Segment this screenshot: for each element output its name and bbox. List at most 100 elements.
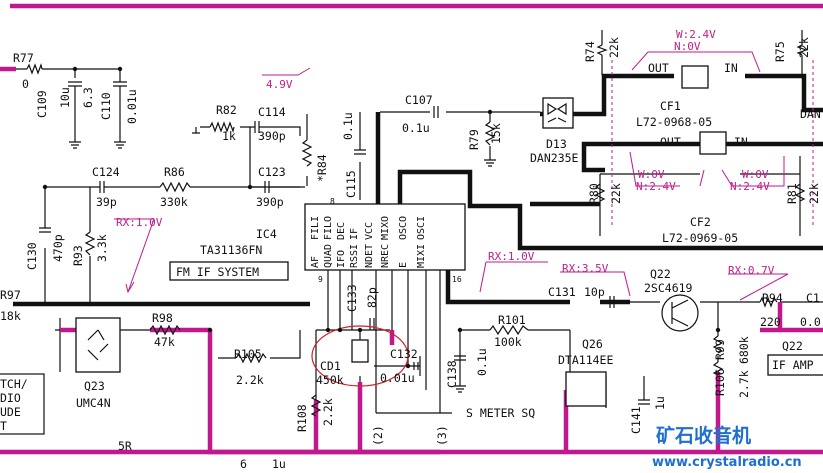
- q23-body: [75, 317, 121, 373]
- r84-ref: *R84: [315, 154, 329, 182]
- r98-val: 47k: [154, 335, 175, 349]
- cf1-body: [681, 65, 709, 89]
- ic4-pin-bottom-7: MIXI: [416, 244, 427, 268]
- c141-ref: C141: [629, 406, 643, 434]
- r99-val: 680k: [737, 336, 751, 364]
- ic4-pin-bottom-4: NDET: [364, 244, 375, 268]
- r106-val: 2.7k: [737, 370, 751, 398]
- labels: R77 0 C109 10u 6.3 C110 0.01u R82 1k C11…: [0, 28, 821, 470]
- r98-ref: R98: [152, 311, 173, 325]
- c123-ref: C123: [258, 165, 286, 179]
- c138-ref: C138: [445, 360, 459, 388]
- r101-val: 100k: [494, 335, 522, 349]
- r80-val: 22k: [609, 183, 623, 204]
- cf2-in: IN: [734, 135, 748, 149]
- r97-ref: R97: [0, 288, 21, 302]
- r75-val: 22k: [797, 37, 811, 58]
- dashed-shield: [611, 60, 814, 228]
- r86-ref: R86: [164, 165, 185, 179]
- c114-val: 390p: [258, 129, 286, 143]
- cf2-val: L72-0969-05: [662, 231, 738, 245]
- c138-val: 0.1u: [475, 348, 489, 376]
- ic4-pin-bottom-0: AF: [310, 256, 321, 268]
- ic4-pin-bottom-6: E: [398, 262, 409, 268]
- cd1-val: 450k: [316, 373, 344, 387]
- ic4-part: TA31136FN: [200, 243, 262, 257]
- c0-val: 0.0: [800, 315, 821, 329]
- r97-val: 18k: [0, 309, 21, 323]
- q22-leads: [671, 299, 689, 327]
- c141-val: 1u: [653, 396, 667, 410]
- ic4-pin-top-5: MIXO: [380, 216, 391, 240]
- c124-val: 39p: [96, 195, 117, 209]
- c107-ref: C107: [405, 93, 433, 107]
- markup-circle: [311, 325, 409, 387]
- ann-cf1-n: N:0V: [674, 40, 701, 53]
- c131-val: 10p: [584, 285, 605, 299]
- switch-3: UDE: [0, 405, 21, 419]
- ic4-pin-top-0: FILI: [310, 216, 321, 240]
- c109-volt: 6.3: [81, 87, 95, 108]
- c130-ref: C130: [25, 242, 39, 270]
- ic4-pin-top-7: OSCI: [416, 216, 427, 240]
- switch-2: DIO: [0, 391, 21, 405]
- c124-ref: C124: [92, 165, 120, 179]
- ann-cf1-w: W:2.4V: [676, 28, 716, 41]
- c110-val: 0.01u: [125, 89, 139, 124]
- cf1-ref: CF1: [660, 99, 681, 113]
- c132-val: 0.01u: [380, 371, 415, 385]
- cf1-in: IN: [724, 61, 738, 75]
- r82-ref: R82: [216, 103, 237, 117]
- q26-body: [565, 371, 607, 407]
- r86-val: 330k: [160, 195, 188, 209]
- d13-val: DAN235E: [530, 151, 579, 165]
- q26-val: DTA114EE: [558, 353, 613, 367]
- ic4-body: [304, 203, 466, 271]
- r94-ref: R94: [762, 291, 783, 305]
- c115-ref: C115: [344, 170, 358, 198]
- c131-ref: C131: [548, 285, 576, 299]
- ic4-func: FM IF SYSTEM: [176, 265, 259, 279]
- ann-rx-0-7v: RX:0.7V: [728, 264, 775, 277]
- switch-box: [0, 373, 45, 435]
- ic4-pin-top-1: FILO: [323, 216, 334, 240]
- r108-val: 2.2k: [321, 398, 335, 426]
- ann-4-9v: 4.9V: [266, 78, 293, 91]
- q22-ref: Q22: [650, 267, 671, 281]
- pin-16: 16: [452, 275, 462, 284]
- c109-ref: C109: [35, 90, 49, 118]
- c114-ref: C114: [258, 105, 286, 119]
- ic4-function-box: [169, 261, 289, 281]
- r106-ref: R106: [713, 368, 727, 396]
- junction-dots: [42, 66, 721, 369]
- r93-val: 3.3k: [95, 234, 109, 262]
- q22-symbol: [661, 294, 699, 332]
- r82-val: 1k: [222, 129, 236, 143]
- switch-4: T: [0, 419, 7, 433]
- annotation-leaders: [114, 51, 789, 301]
- q22-box-label: Q22: [782, 339, 803, 353]
- c0-ref: C1: [806, 291, 820, 305]
- cf2-ref: CF2: [690, 215, 711, 229]
- r79-ref: R79: [467, 129, 481, 150]
- r108-ref: R108: [295, 404, 309, 432]
- d13-diodes: [547, 102, 567, 123]
- ic4-pin-top-2: DEC: [336, 222, 347, 240]
- q26-ref: Q26: [582, 337, 603, 351]
- r101-ref: R101: [498, 313, 526, 327]
- c133-val: 82p: [365, 287, 379, 308]
- ann-cf2-w2: W:0V: [742, 168, 769, 181]
- resistors: [26, 44, 808, 417]
- cf2-out: OUT: [660, 135, 681, 149]
- ground-symbols: [39, 127, 496, 393]
- c123-val: 390p: [256, 195, 284, 209]
- d13-ref: D13: [546, 137, 567, 151]
- q23-val: UMC4N: [76, 396, 111, 410]
- q22-val: 2SC4619: [644, 281, 693, 295]
- r105-val: 2.2k: [236, 373, 264, 387]
- c110-ref: C110: [99, 92, 113, 120]
- ann-rx-1-0v-a: RX:1.0V: [116, 216, 163, 229]
- ic4-pin-top-3: IF: [349, 228, 360, 240]
